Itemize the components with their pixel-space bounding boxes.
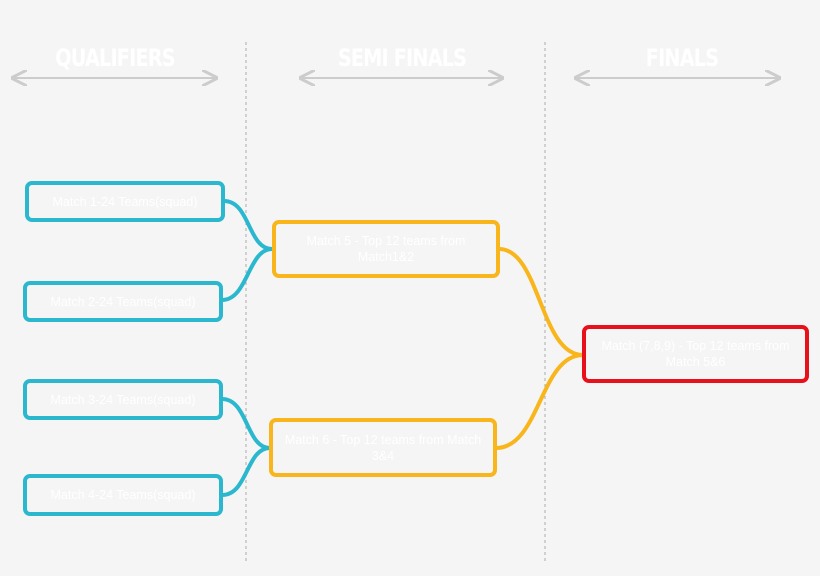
semi-final-match-box: Match 6 - Top 12 teams from Match 3&4 bbox=[269, 418, 497, 477]
column-title-finals: FINALS bbox=[645, 44, 719, 72]
qualifier-match-box: Match 1-24 Teams(squad) bbox=[25, 181, 225, 222]
qualifier-match-box: Match 3-24 Teams(squad) bbox=[23, 379, 223, 420]
connector-line bbox=[221, 247, 273, 302]
connector-line bbox=[221, 446, 271, 497]
connector-line bbox=[223, 199, 273, 251]
final-match-box: Match (7,8,9) - Top 12 teams from Match … bbox=[582, 325, 809, 383]
connector-line bbox=[221, 397, 271, 450]
qualifier-match-box: Match 4-24 Teams(squad) bbox=[23, 474, 223, 516]
semi-final-match-box: Match 5 - Top 12 teams from Match1&2 bbox=[272, 220, 500, 278]
connector-line bbox=[498, 247, 584, 357]
connector-line bbox=[495, 353, 584, 450]
column-title-qualifiers: QUALIFIERS bbox=[55, 44, 175, 72]
qualifier-match-box: Match 2-24 Teams(squad) bbox=[23, 281, 223, 322]
column-title-semi-finals: SEMI FINALS bbox=[337, 44, 467, 72]
